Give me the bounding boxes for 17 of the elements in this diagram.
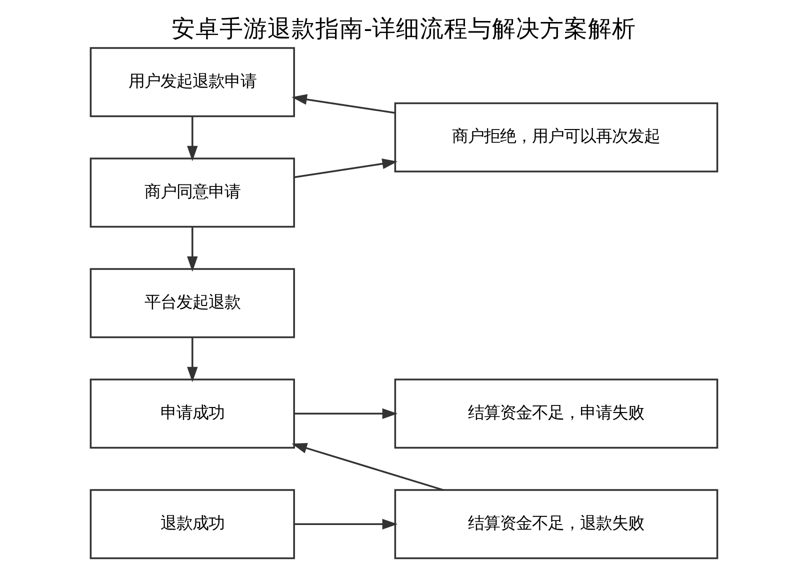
diagram-title: 安卓手游退款指南-详细流程与解决方案解析 xyxy=(171,14,636,42)
node-box: 用户发起退款申请 xyxy=(89,47,294,118)
node-box: 商户同意申请 xyxy=(89,158,294,228)
node-box: 申请成功 xyxy=(89,378,294,449)
node-box: 商户拒绝，用户可以再次发起 xyxy=(394,102,718,172)
arrow xyxy=(186,116,198,162)
arrow xyxy=(186,226,198,272)
arrow xyxy=(294,158,398,178)
node-box: 平台发起退款 xyxy=(89,268,294,338)
arrow xyxy=(186,337,198,382)
node-box: 结算资金不足，申请失败 xyxy=(394,378,718,449)
arrow xyxy=(294,408,398,419)
node-box: 结算资金不足，退款失败 xyxy=(394,489,718,560)
node-box: 退款成功 xyxy=(89,489,294,560)
arrow xyxy=(294,518,398,530)
arrow xyxy=(291,94,395,114)
arrow xyxy=(291,443,444,491)
